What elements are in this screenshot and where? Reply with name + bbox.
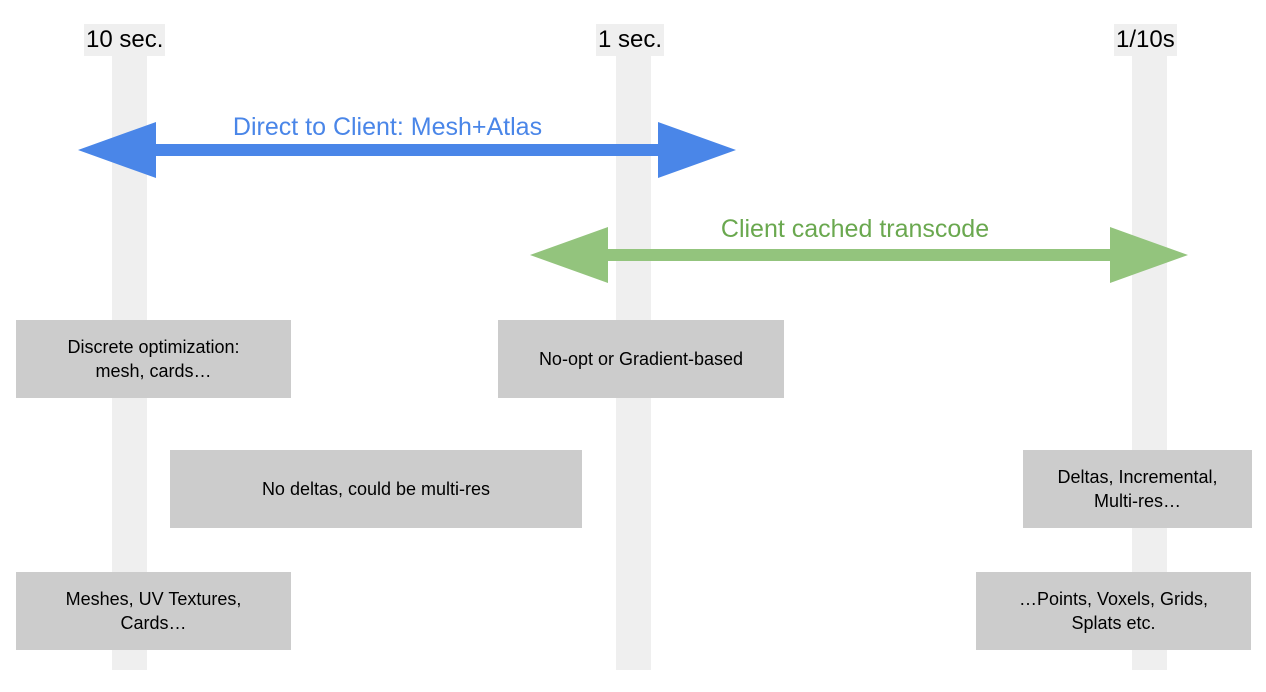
- client-cached-transcode-label: Client cached transcode: [720, 215, 990, 243]
- discrete-optimization-line-2: mesh, cards…: [95, 361, 212, 381]
- timeline-bar-1-10s: [1132, 28, 1167, 670]
- meshes-uv-box: Meshes, UV Textures, Cards…: [16, 572, 291, 650]
- points-voxels-line-1: …Points, Voxels, Grids,: [1018, 589, 1209, 609]
- no-opt-gradient-line-1: No-opt or Gradient-based: [538, 349, 744, 369]
- deltas-incremental-line-1: Deltas, Incremental,: [1057, 467, 1218, 487]
- direct-to-client-arrow: [78, 122, 736, 178]
- points-voxels-line-2: Splats etc.: [1071, 613, 1156, 633]
- tick-label-10-sec: 10 sec.: [84, 24, 166, 56]
- tick-label-1-10s: 1/10s: [1114, 24, 1177, 56]
- no-deltas-box: No deltas, could be multi-res: [170, 450, 582, 528]
- discrete-optimization-box: Discrete optimization: mesh, cards…: [16, 320, 291, 398]
- no-opt-gradient-box: No-opt or Gradient-based: [498, 320, 784, 398]
- deltas-incremental-box: Deltas, Incremental, Multi-res…: [1023, 450, 1252, 528]
- discrete-optimization-line-1: Discrete optimization:: [67, 337, 240, 357]
- tick-label-1-sec: 1 sec.: [596, 24, 665, 56]
- points-voxels-box: …Points, Voxels, Grids, Splats etc.: [976, 572, 1251, 650]
- meshes-uv-line-1: Meshes, UV Textures,: [65, 589, 242, 609]
- deltas-incremental-line-2: Multi-res…: [1093, 491, 1181, 511]
- client-cached-transcode-arrow: [530, 227, 1188, 283]
- meshes-uv-line-2: Cards…: [120, 613, 187, 633]
- direct-to-client-label: Direct to Client: Mesh+Atlas: [232, 113, 543, 141]
- no-deltas-line-1: No deltas, could be multi-res: [261, 479, 491, 499]
